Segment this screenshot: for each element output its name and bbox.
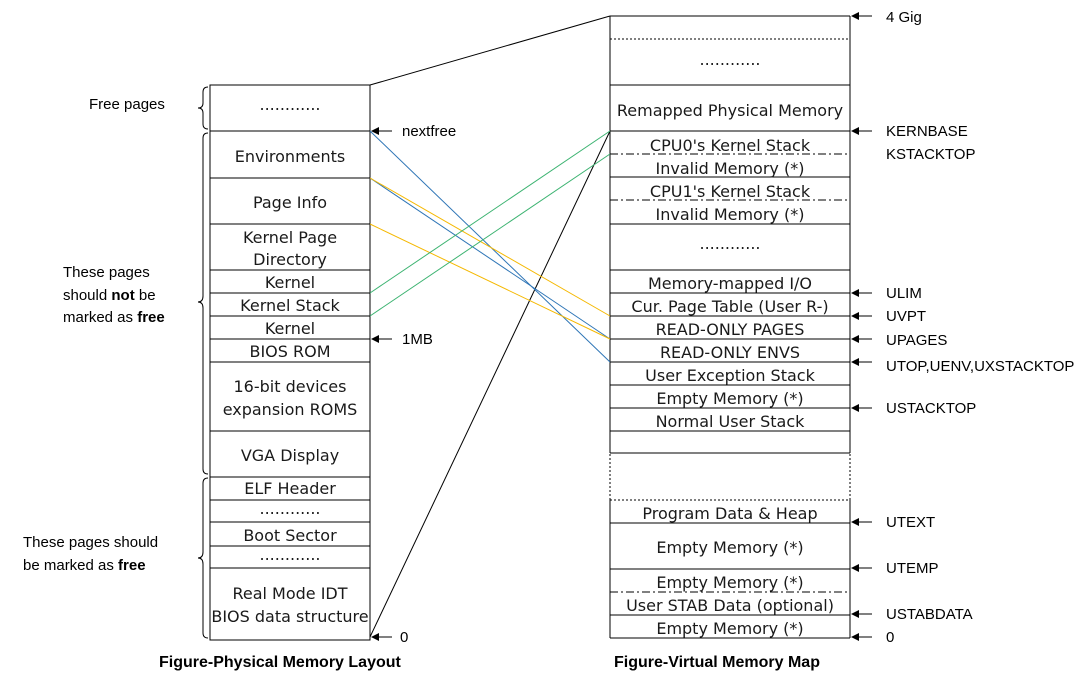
phys-kernel-1: Kernel — [265, 273, 315, 292]
map-top-black — [369, 15, 611, 86]
virt-user-stab: User STAB Data (optional) — [626, 596, 834, 615]
brace-free — [197, 477, 209, 639]
mapping-lines — [369, 15, 611, 638]
virt-zero-label: 0 — [886, 629, 894, 646]
free-label-line1: These pages should — [23, 534, 158, 551]
virt-user-exception-stack: User Exception Stack — [645, 366, 815, 385]
not-free-label-line3: marked as free — [63, 309, 165, 326]
virt-empty-3: Empty Memory (*) — [656, 573, 803, 592]
virt-program-data-heap: Program Data & Heap — [642, 504, 817, 523]
captions: Figure-Physical Memory Layout Figure-Vir… — [159, 654, 820, 671]
virt-dots-1: ............ — [699, 50, 760, 69]
uvpt-label: UVPT — [886, 308, 926, 325]
free-label-line2: be marked as free — [23, 557, 146, 574]
phys-elf-header: ELF Header — [244, 479, 336, 498]
phys-16bit-line1: 16-bit devices — [234, 377, 347, 396]
phys-free-dots: ............ — [259, 95, 320, 114]
free-pages-label: Free pages — [89, 96, 165, 113]
1mb-label: 1MB — [402, 331, 433, 348]
virt-empty-2: Empty Memory (*) — [656, 538, 803, 557]
utext-label: UTEXT — [886, 514, 935, 531]
virt-empty-1: Empty Memory (*) — [656, 389, 803, 408]
physical-pointer-labels: nextfree 1MB 0 — [400, 123, 456, 646]
virt-readonly-envs: READ-ONLY ENVS — [660, 343, 800, 362]
virt-invalid-1: Invalid Memory (*) — [656, 159, 805, 178]
brace-labels: Free pages These pages should not be mar… — [23, 96, 165, 574]
virt-cpu0-kernel-stack: CPU0's Kernel Stack — [650, 136, 811, 155]
map-pagedir-orange — [369, 223, 611, 340]
map-kernel-green — [369, 130, 611, 294]
4gig-label: 4 Gig — [886, 9, 922, 26]
ustabdata-label: USTABDATA — [886, 606, 973, 623]
braces — [197, 86, 209, 639]
brace-not-free — [197, 132, 209, 475]
map-bottom-black — [369, 130, 611, 638]
virtual-pointer-labels: 4 Gig KERNBASE KSTACKTOP ULIM UVPT UPAGE… — [886, 9, 1074, 646]
virtual-caption: Figure-Virtual Memory Map — [614, 654, 820, 671]
phys-boot-sector: Boot Sector — [243, 526, 337, 545]
nextfree-label: nextfree — [402, 123, 456, 140]
virtual-block-labels: ............ Remapped Physical Memory CP… — [617, 50, 843, 638]
map-kstack-green — [369, 153, 611, 317]
physical-memory-column — [209, 84, 371, 641]
phys-kernel-2: Kernel — [265, 319, 315, 338]
brace-free-pages — [197, 86, 209, 130]
virt-readonly-pages: READ-ONLY PAGES — [656, 320, 805, 339]
kernbase-label: KERNBASE — [886, 123, 968, 140]
virt-normal-user-stack: Normal User Stack — [656, 412, 806, 431]
phys-dots-2: ............ — [259, 499, 320, 518]
phys-kernel-page-line1: Kernel Page — [243, 228, 337, 247]
phys-dots-3: ............ — [259, 545, 320, 564]
not-free-label-line1: These pages — [63, 264, 150, 281]
virt-empty-4: Empty Memory (*) — [656, 619, 803, 638]
phys-kernel-stack: Kernel Stack — [240, 296, 340, 315]
map-pageinfo-blue — [369, 177, 611, 340]
virtual-pointers — [851, 12, 872, 641]
virt-remapped-physical: Remapped Physical Memory — [617, 101, 843, 120]
physical-pointers — [371, 127, 392, 641]
phys-16bit-line2: expansion ROMS — [223, 400, 358, 419]
virtual-memory-column — [609, 15, 851, 639]
phys-page-info: Page Info — [253, 193, 327, 212]
virt-cpu1-kernel-stack: CPU1's Kernel Stack — [650, 182, 811, 201]
phys-zero-label: 0 — [400, 629, 408, 646]
upages-label: UPAGES — [886, 332, 947, 349]
phys-vga-display: VGA Display — [241, 446, 339, 465]
phys-kernel-page-line2: Directory — [253, 250, 327, 269]
virt-dots-2: ............ — [699, 234, 760, 253]
not-free-label-line2: should not be — [63, 287, 156, 304]
ulim-label: ULIM — [886, 285, 922, 302]
virt-invalid-2: Invalid Memory (*) — [656, 205, 805, 224]
kstacktop-label: KSTACKTOP — [886, 146, 975, 163]
map-pageinfo-orange — [369, 177, 611, 317]
physical-block-labels: ............ Environments Page Info Kern… — [211, 95, 368, 626]
phys-environments: Environments — [235, 147, 346, 166]
phys-bios-rom: BIOS ROM — [249, 342, 330, 361]
utop-label: UTOP,UENV,UXSTACKTOP — [886, 358, 1074, 375]
physical-caption: Figure-Physical Memory Layout — [159, 654, 402, 671]
utemp-label: UTEMP — [886, 560, 939, 577]
virt-cur-page-table: Cur. Page Table (User R-) — [631, 297, 828, 316]
phys-bios-data: BIOS data structure — [211, 607, 368, 626]
virt-mmio: Memory-mapped I/O — [648, 274, 812, 293]
ustacktop-label: USTACKTOP — [886, 400, 976, 417]
phys-real-mode-idt: Real Mode IDT — [232, 584, 347, 603]
